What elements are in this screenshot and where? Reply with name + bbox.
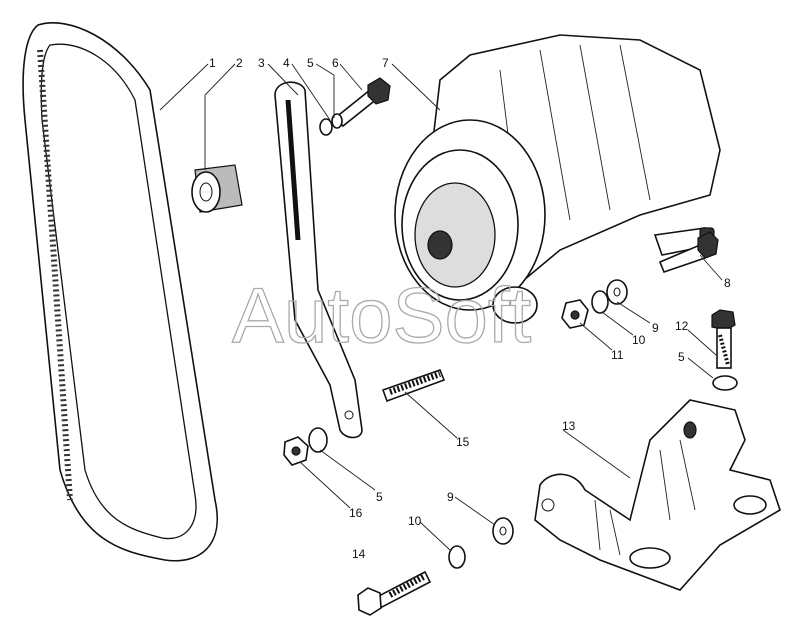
watermark: AutoSoft — [232, 271, 532, 359]
callout-15: 15 — [456, 435, 470, 449]
leader-lines — [159, 63, 723, 551]
callout-9-lower: 9 — [447, 490, 454, 504]
bolt-12 — [711, 309, 736, 369]
callout-11: 11 — [611, 348, 624, 362]
callout-9: 9 — [652, 321, 659, 335]
callout-3: 3 — [258, 56, 265, 70]
callout-4: 4 — [283, 56, 290, 70]
callout-5-lower: 5 — [376, 490, 383, 504]
spring-washer-5-lower — [308, 427, 328, 453]
stud-15 — [381, 368, 446, 403]
bolt-6 — [319, 77, 391, 136]
callout-5-right: 5 — [678, 350, 685, 364]
nut-11 — [561, 299, 589, 329]
callout-8: 8 — [724, 276, 731, 290]
callout-16: 16 — [349, 506, 363, 520]
spring-washer-5 — [712, 375, 738, 391]
callout-10-lower: 10 — [408, 514, 422, 528]
alternator — [394, 34, 721, 324]
callout-12: 12 — [675, 319, 689, 333]
nut-16 — [283, 436, 309, 466]
washer-9-lower — [492, 517, 514, 545]
bolt-14 — [357, 570, 432, 616]
callout-13: 13 — [562, 419, 576, 433]
callout-6: 6 — [332, 56, 339, 70]
callout-10: 10 — [632, 333, 646, 347]
bushing — [191, 164, 243, 213]
drive-belt — [22, 22, 218, 562]
callout-14: 14 — [352, 547, 366, 561]
adjusting-bracket — [274, 81, 363, 439]
spring-washer-10-lower — [448, 545, 466, 569]
washer-9 — [606, 279, 628, 305]
callout-2: 2 — [236, 56, 243, 70]
callout-7: 7 — [382, 56, 389, 70]
callouts: 1 2 3 4 5 6 7 8 9 10 11 12 5 13 15 5 16 … — [209, 56, 731, 561]
callout-1: 1 — [209, 56, 216, 70]
alternator-support — [534, 399, 781, 591]
spring-washer-10 — [591, 290, 609, 314]
bolt-8 — [658, 231, 719, 274]
callout-5: 5 — [307, 56, 314, 70]
